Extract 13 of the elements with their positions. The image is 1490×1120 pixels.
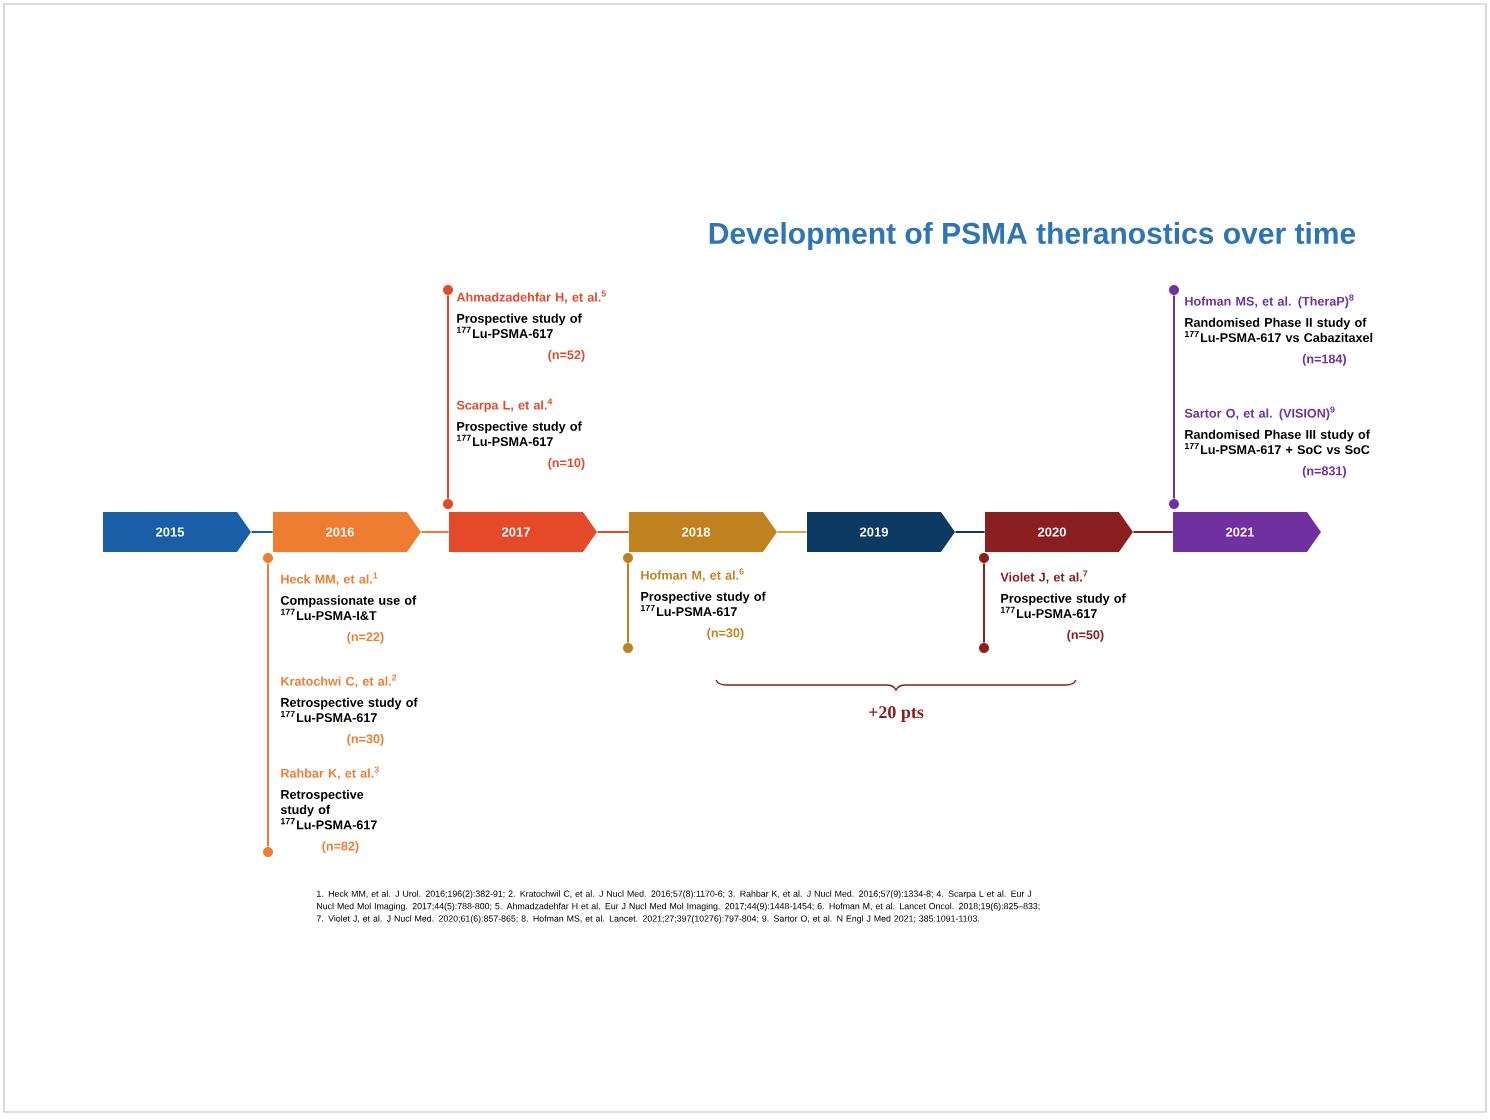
connector-line: [1132, 531, 1174, 533]
connector-line: [776, 531, 808, 533]
connector-line: [954, 531, 986, 533]
connector-line: [1173, 294, 1175, 500]
connector-line: [447, 294, 449, 500]
connector-line: [250, 531, 274, 533]
connector-line: [420, 531, 450, 533]
connector-line: [983, 562, 985, 644]
connector-line: [267, 562, 269, 848]
connector-line: [596, 531, 630, 533]
connector-line: [627, 562, 629, 644]
difference-label: +20 pts: [869, 706, 924, 722]
title: Development of PSMA theranostics over time: [709, 222, 1356, 250]
